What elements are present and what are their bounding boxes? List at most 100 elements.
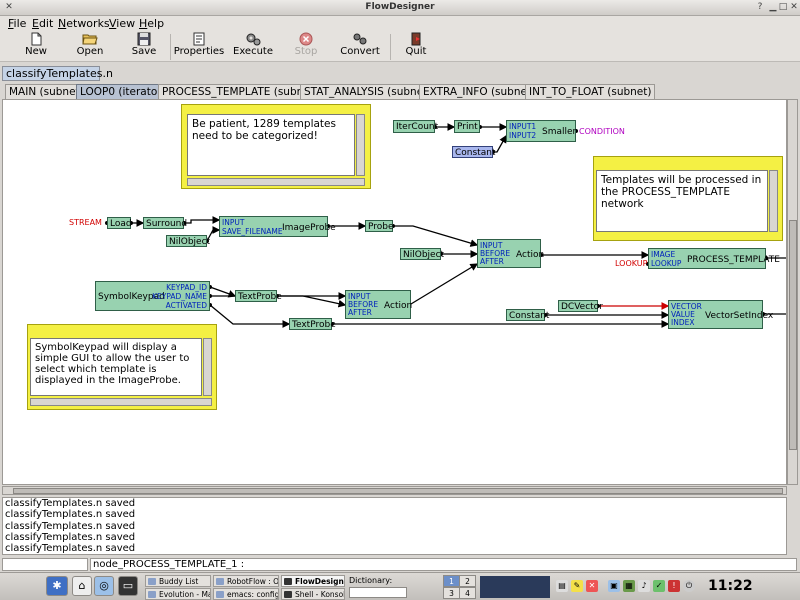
convert-button[interactable]: Convert (336, 32, 384, 62)
browser-icon[interactable]: ◎ (94, 576, 114, 596)
note-processed-text[interactable]: Templates will be processed in the PROCE… (596, 170, 768, 232)
gears-icon (246, 33, 261, 46)
dictionary-label: Dictionary: (349, 576, 393, 585)
note-patient[interactable]: Be patient, 1289 templates need to be ca… (181, 104, 371, 189)
close-icon[interactable]: ✕ (790, 2, 798, 12)
desktop-1[interactable]: 1 (443, 575, 460, 587)
task-emacs[interactable]: emacs: config (213, 588, 279, 600)
node-constant-2[interactable]: Constant (506, 309, 549, 321)
task-evolution-mail[interactable]: Evolution - Mail (145, 588, 211, 600)
node-imageprobe[interactable]: INPUT SAVE_FILENAME ImageProbe (219, 216, 336, 237)
note-keypad[interactable]: SymbolKeypad will display a simple GUI t… (27, 324, 217, 410)
note-keypad-text[interactable]: SymbolKeypad will display a simple GUI t… (30, 338, 202, 396)
note-patient-hscrollbar[interactable] (187, 178, 365, 186)
log-line: classifyTemplates.n saved (5, 531, 136, 543)
note-patient-scrollbar[interactable] (356, 114, 365, 176)
canvas-vertical-scrollbar[interactable] (787, 99, 798, 485)
node-action-2[interactable]: INPUT BEFORE AFTER Action (345, 290, 412, 319)
network-canvas[interactable]: Be patient, 1289 templates need to be ca… (2, 99, 787, 485)
desktop-3[interactable]: 3 (443, 587, 460, 599)
node-action[interactable]: INPUT BEFORE AFTER Action (477, 239, 544, 268)
task-buddy-list[interactable]: Buddy List (145, 575, 211, 587)
note-processed[interactable]: Templates will be processed in the PROCE… (593, 156, 783, 241)
menu-view[interactable]: View (109, 17, 136, 30)
node-smaller[interactable]: INPUT1 INPUT2 Smaller (506, 120, 576, 142)
home-icon[interactable]: ⌂ (72, 576, 92, 596)
clipboard-icon[interactable]: ▤ (556, 580, 568, 592)
link-keypad-textprobe (209, 286, 237, 298)
node-symbolkeypad[interactable]: SymbolKeypad KEYPAD_ID KEYPAD_NAME ACTIV… (95, 281, 210, 311)
save-button[interactable]: Save (122, 32, 166, 62)
title-bar: ✕ FlowDesigner ? ▁ □ ✕ (0, 0, 800, 16)
terminal-icon[interactable]: ▭ (118, 576, 138, 596)
canvas-horizontal-scrollbar[interactable] (2, 486, 787, 495)
clock: 11:22 (708, 578, 753, 594)
log-line: classifyTemplates.n saved (5, 498, 136, 509)
tab-int-to-float[interactable]: INT_TO_FLOAT (subnet) (525, 84, 656, 99)
node-vectorsetindex[interactable]: VECTOR VALUE INDEX VectorSetIndex (668, 300, 773, 329)
new-button[interactable]: New (14, 32, 58, 62)
note-patient-text[interactable]: Be patient, 1289 templates need to be ca… (187, 114, 355, 176)
link-action2-action (405, 263, 479, 308)
stop-button[interactable]: Stop (286, 32, 326, 62)
node-textprobe[interactable]: TextProbe (235, 290, 282, 302)
menu-file[interactable]: File (8, 17, 27, 30)
task-flowdesigner[interactable]: FlowDesigner (281, 575, 345, 587)
node-print[interactable]: Print (454, 120, 480, 133)
note-keypad-hscrollbar[interactable] (30, 398, 212, 406)
close-tray-icon[interactable]: ✕ (586, 580, 598, 592)
node-itercount[interactable]: IterCount (393, 120, 438, 133)
node-textprobe-2[interactable]: TextProbe (289, 318, 336, 330)
label-lookup: LOOKUP (615, 259, 648, 268)
desktop-4[interactable]: 4 (459, 587, 476, 599)
tab-stat-analysis[interactable]: STAT_ANALYSIS (subnet) (300, 84, 436, 99)
alert-icon[interactable]: ! (668, 580, 680, 592)
node-constant[interactable]: Constant (452, 146, 495, 158)
node-nilobject-2[interactable]: NilObject (400, 248, 444, 260)
update-icon[interactable]: ✓ (653, 580, 665, 592)
status-left-field (2, 558, 88, 571)
tab-extra-info[interactable]: EXTRA_INFO (subnet) (419, 84, 540, 99)
node-dcvector[interactable]: DCVector (558, 300, 603, 312)
window-title: FlowDesigner (365, 2, 435, 12)
tab-main[interactable]: MAIN (subnet) (5, 84, 88, 99)
maximize-icon[interactable]: □ (778, 2, 788, 12)
note-processed-scrollbar[interactable] (769, 170, 778, 232)
node-surround[interactable]: Surround (143, 217, 187, 229)
task-robotflow[interactable]: RobotFlow : Op (213, 575, 279, 587)
tab-loop0[interactable]: LOOP0 (iterator) (76, 84, 170, 99)
network-icon[interactable]: ▣ (608, 580, 620, 592)
message-log[interactable]: classifyTemplates.n saved classifyTempla… (2, 497, 787, 555)
window-menu-icon[interactable]: ✕ (5, 2, 13, 12)
execute-button[interactable]: Execute (230, 32, 276, 62)
convert-icon (353, 33, 367, 45)
note-keypad-scrollbar[interactable] (203, 338, 212, 396)
node-nilobject[interactable]: NilObject (166, 235, 210, 247)
properties-button[interactable]: Properties (172, 32, 226, 62)
node-load[interactable]: Load (107, 217, 132, 229)
menu-edit[interactable]: Edit (32, 17, 54, 30)
minimize-icon[interactable]: ▁ (769, 2, 777, 12)
power-icon[interactable]: ⏻ (683, 580, 695, 592)
link-surround-imageprobe (184, 216, 221, 224)
volume-icon[interactable]: ♪ (638, 580, 650, 592)
node-probe[interactable]: Probe (365, 220, 394, 232)
desktop-2[interactable]: 2 (459, 575, 476, 587)
link-textprobe-action2 (277, 295, 347, 308)
horizontal-scroll-thumb[interactable] (13, 488, 783, 494)
label-condition: CONDITION (579, 127, 625, 136)
tab-process-template[interactable]: PROCESS_TEMPLATE (subnet) (158, 84, 322, 99)
task-shell-konsole[interactable]: Shell - Konsole (281, 588, 345, 600)
notes-icon[interactable]: ✎ (571, 580, 583, 592)
menu-networks[interactable]: Networks (58, 17, 110, 30)
menu-help[interactable]: Help (139, 17, 165, 30)
open-button[interactable]: Open (68, 32, 112, 62)
node-process-template[interactable]: IMAGE LOOKUP PROCESS_TEMPLATE (648, 248, 780, 269)
monitor-icon[interactable]: ▦ (623, 580, 635, 592)
document-tab[interactable]: classifyTemplates.n (2, 66, 113, 81)
kde-menu-icon[interactable]: ✱ (46, 576, 68, 596)
help-icon[interactable]: ? (757, 2, 763, 12)
quit-button[interactable]: Quit (396, 32, 436, 62)
dictionary-input[interactable] (349, 587, 407, 598)
vertical-scroll-thumb[interactable] (789, 220, 797, 450)
